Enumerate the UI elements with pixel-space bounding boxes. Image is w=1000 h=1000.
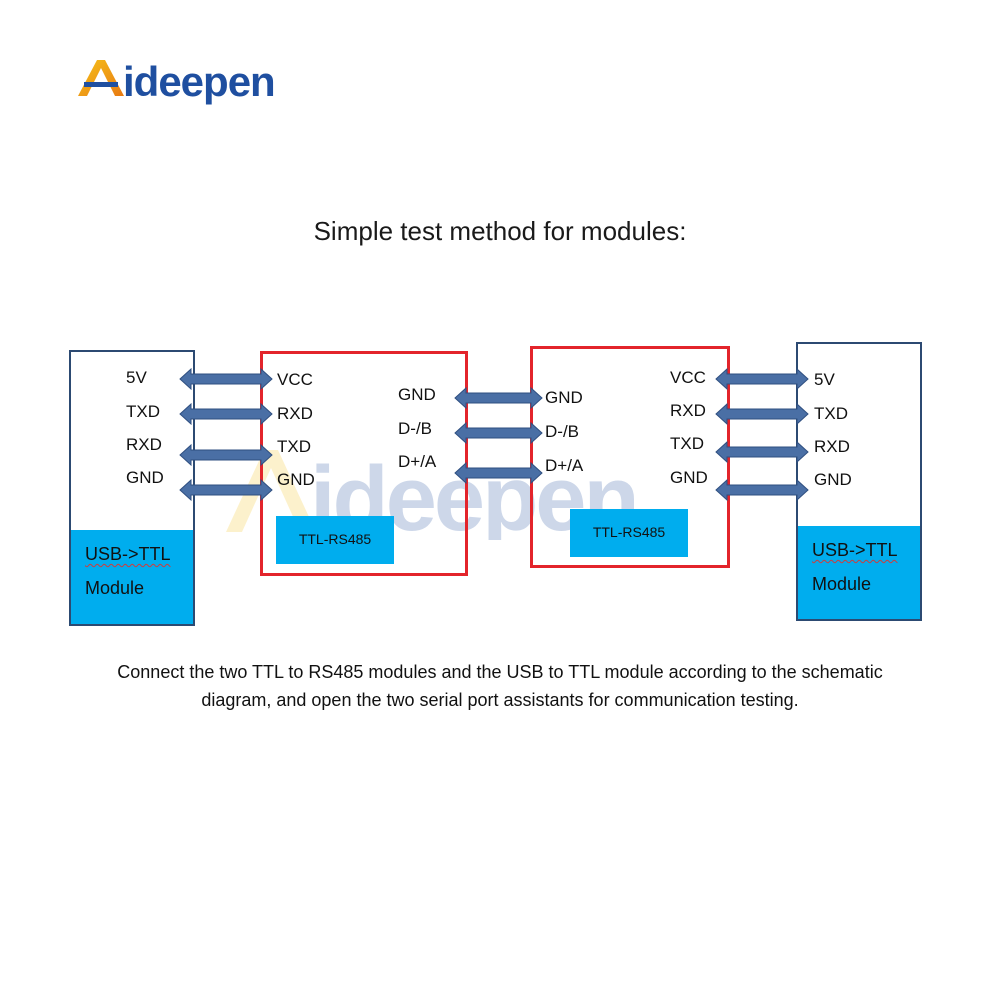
left-rs485-pin-vcc: VCC: [277, 370, 313, 389]
right-usb-ttl-module-word: Module: [812, 574, 872, 594]
right-usb-pin-txd: TXD: [814, 404, 848, 423]
right-rs485-pin-d-minus: D-/B: [545, 422, 579, 441]
left-usb-ttl-label: USB->TTL: [85, 544, 171, 564]
left-usb-ttl-module: USB->TTL Module: [69, 350, 195, 626]
arrow-gnd-gnd-left: [179, 478, 273, 502]
left-rs485-pin-rxd: RXD: [277, 404, 313, 423]
right-usb-pin-rxd: RXD: [814, 437, 850, 456]
arrow-vcc-5v-right: [715, 367, 809, 391]
left-usb-pin-gnd: GND: [126, 468, 164, 487]
right-rs485-pin-rxd: RXD: [670, 401, 706, 420]
left-usb-pin-5v: 5V: [126, 368, 147, 387]
right-rs485-pin-d-plus: D+/A: [545, 456, 584, 475]
right-usb-ttl-label: USB->TTL: [812, 540, 898, 560]
right-usb-ttl-module: USB->TTL Module: [796, 342, 922, 621]
arrow-txd-rxd-left: [179, 402, 273, 426]
arrow-gnd-gnd-right: [715, 478, 809, 502]
diagram-title: Simple test method for modules:: [313, 216, 687, 246]
right-ttl-rs485-label: TTL-RS485: [570, 509, 688, 557]
left-rs485-pin-gnd-bus: GND: [398, 385, 436, 404]
right-usb-ttl-label-area: USB->TTL Module: [798, 526, 920, 619]
arrow-gnd-bus: [454, 386, 543, 410]
right-usb-pin-gnd: GND: [814, 470, 852, 489]
arrow-d-minus-bus: [454, 421, 543, 445]
left-usb-pin-txd: TXD: [126, 402, 160, 421]
svg-text:ideepen: ideepen: [123, 58, 275, 105]
arrow-rxd-txd-left: [179, 443, 273, 467]
arrow-rxd-txd-right: [715, 402, 809, 426]
right-usb-pin-5v: 5V: [814, 370, 835, 389]
right-rs485-pin-txd: TXD: [670, 434, 704, 453]
left-usb-ttl-module-word: Module: [85, 578, 145, 598]
left-ttl-rs485-label: TTL-RS485: [276, 516, 394, 564]
arrow-d-plus-bus: [454, 461, 543, 485]
left-rs485-pin-txd: TXD: [277, 437, 311, 456]
left-usb-pin-rxd: RXD: [126, 435, 162, 454]
left-rs485-pin-d-plus: D+/A: [398, 452, 437, 471]
caption-line-2: diagram, and open the two serial port as…: [201, 690, 799, 710]
right-rs485-pin-vcc: VCC: [670, 368, 706, 387]
left-usb-ttl-label-area: USB->TTL Module: [71, 530, 193, 624]
right-rs485-pin-gnd-bus: GND: [545, 388, 583, 407]
right-rs485-pin-gnd: GND: [670, 468, 708, 487]
aideepen-logo: ideepen: [78, 58, 276, 105]
caption-line-1: Connect the two TTL to RS485 modules and…: [117, 662, 883, 682]
arrow-txd-rxd-right: [715, 440, 809, 464]
left-rs485-pin-gnd: GND: [277, 470, 315, 489]
instruction-caption: Connect the two TTL to RS485 modules and…: [40, 658, 960, 714]
left-rs485-pin-d-minus: D-/B: [398, 419, 432, 438]
arrow-5v-vcc-left: [179, 367, 273, 391]
